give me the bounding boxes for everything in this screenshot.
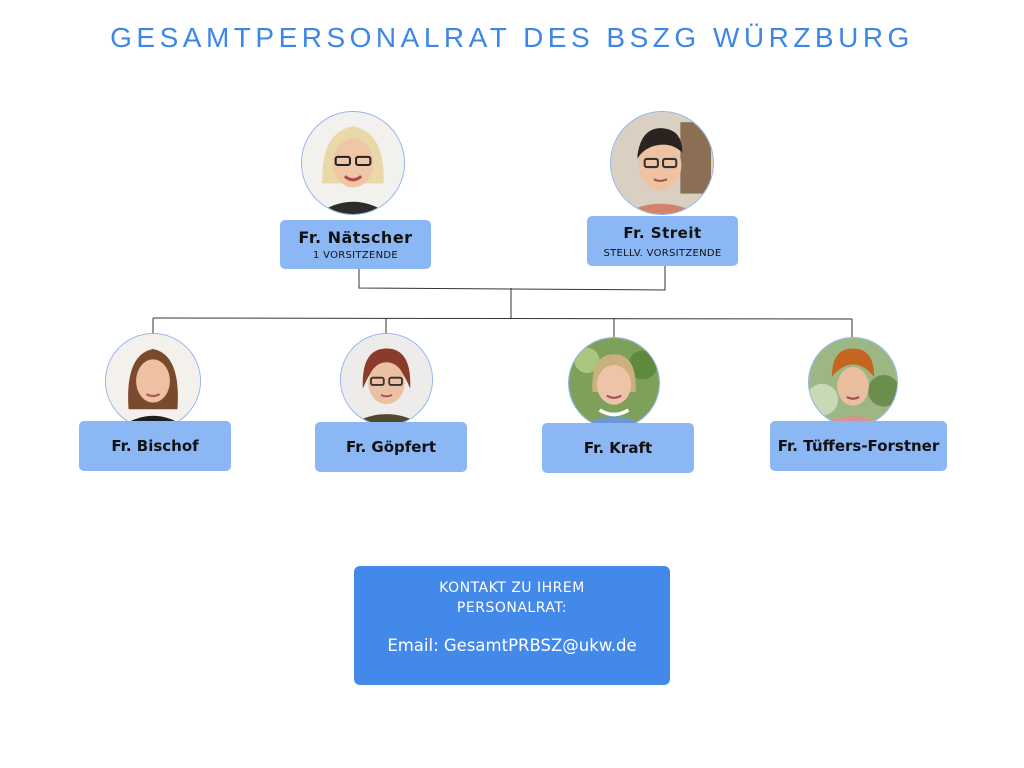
contact-email[interactable]: Email: GesamtPRBSZ@ukw.de bbox=[387, 636, 637, 655]
card-streit: Fr. Streit STELLV. VORSITZENDE bbox=[587, 216, 738, 266]
card-kraft: Fr. Kraft bbox=[542, 423, 694, 473]
member-name: Fr. Tüffers-Forstner bbox=[777, 437, 940, 455]
portrait-photo-icon bbox=[569, 338, 659, 428]
card-bischof: Fr. Bischof bbox=[79, 421, 231, 471]
member-name: Fr. Bischof bbox=[111, 437, 199, 455]
avatar-naetscher bbox=[301, 111, 405, 215]
member-name: Fr. Göpfert bbox=[345, 438, 437, 456]
avatar-tueffers-forstner bbox=[808, 337, 898, 427]
contact-heading-line2: PERSONALRAT: bbox=[456, 600, 568, 616]
portrait-photo-icon bbox=[341, 334, 432, 425]
portrait-photo-icon bbox=[611, 112, 713, 214]
portrait-photo-icon bbox=[302, 112, 404, 214]
contact-box: KONTAKT ZU IHREM PERSONALRAT: Email: Ges… bbox=[354, 566, 670, 685]
card-goepfert: Fr. Göpfert bbox=[315, 422, 467, 472]
contact-heading-line1: KONTAKT ZU IHREM bbox=[439, 580, 585, 596]
portrait-photo-icon bbox=[106, 334, 200, 428]
avatar-goepfert bbox=[340, 333, 433, 426]
member-role: 1 VORSITZENDE bbox=[313, 250, 398, 261]
member-name: Fr. Kraft bbox=[583, 439, 653, 457]
contact-heading: KONTAKT ZU IHREM PERSONALRAT: bbox=[354, 578, 670, 618]
page-title: GESAMTPERSONALRAT DES BSZG WÜRZBURG bbox=[110, 22, 914, 53]
member-role: STELLV. VORSITZENDE bbox=[603, 248, 722, 259]
avatar-streit bbox=[610, 111, 714, 215]
member-name: Fr. Nätscher bbox=[298, 228, 413, 247]
portrait-photo-icon bbox=[809, 338, 897, 426]
card-tueffers-forstner: Fr. Tüffers-Forstner bbox=[770, 421, 947, 471]
card-naetscher: Fr. Nätscher 1 VORSITZENDE bbox=[280, 220, 431, 269]
avatar-bischof bbox=[105, 333, 201, 429]
member-name: Fr. Streit bbox=[623, 224, 702, 242]
avatar-kraft bbox=[568, 337, 660, 429]
